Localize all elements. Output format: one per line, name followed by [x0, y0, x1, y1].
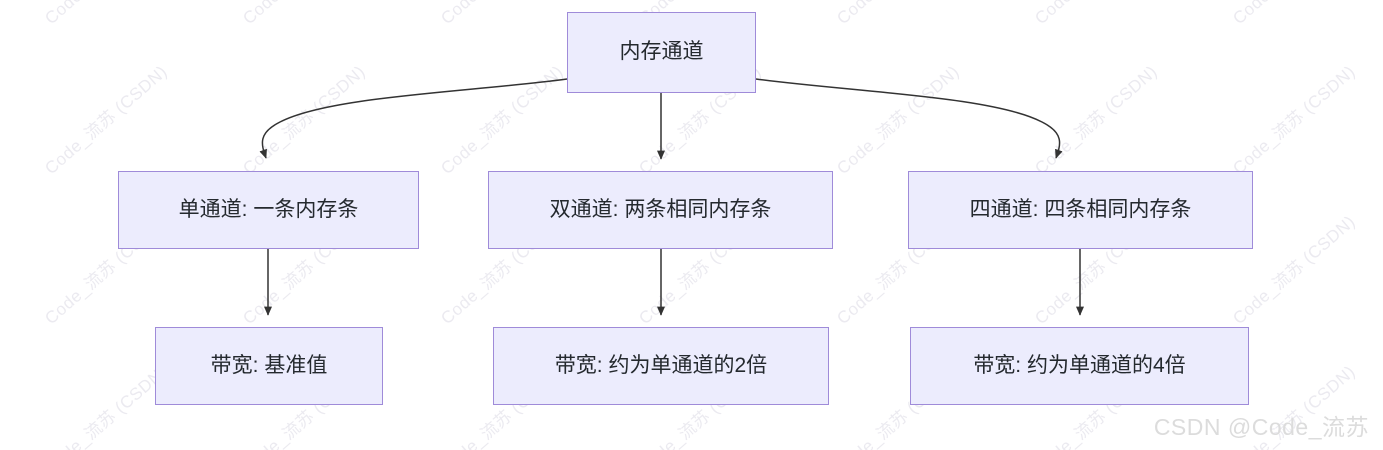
watermark-tile: Code_流苏 (CSDN) — [1229, 61, 1359, 179]
node-bandwidth-baseline[interactable]: 带宽: 基准值 — [155, 327, 383, 405]
node-bandwidth-2x[interactable]: 带宽: 约为单通道的2倍 — [493, 327, 829, 405]
node-dual-channel[interactable]: 双通道: 两条相同内存条 — [488, 171, 833, 249]
watermark-tile: Code_流苏 (CSDN) — [1226, 0, 1360, 29]
watermark-tile: Code_流苏 (CSDN) — [41, 361, 171, 450]
watermark-tile: Code_流苏 (CSDN) — [1031, 61, 1161, 179]
edge-root-to-single — [259, 78, 568, 159]
watermark-tile: Code_流苏 (CSDN) — [437, 61, 567, 179]
watermark-tile: Code_流苏 (CSDN) — [830, 0, 964, 29]
node-single-channel[interactable]: 单通道: 一条内存条 — [118, 171, 419, 249]
node-quad-channel[interactable]: 四通道: 四条相同内存条 — [908, 171, 1253, 249]
watermark-tile: Code_流苏 (CSDN) — [833, 61, 963, 179]
watermark-tile: Code_流苏 (CSDN) — [1028, 0, 1162, 29]
watermark-tile: Code_流苏 (CSDN) — [38, 0, 172, 29]
edge-root-to-quad — [755, 78, 1063, 159]
watermark-tile: Code_流苏 (CSDN) — [236, 0, 370, 29]
watermark-tile: Code_流苏 (CSDN) — [434, 0, 568, 29]
node-bandwidth-4x[interactable]: 带宽: 约为单通道的4倍 — [910, 327, 1249, 405]
csdn-credit-watermark: CSDN @Code_流苏 — [1153, 414, 1369, 440]
watermark-tile: Code_流苏 (CSDN) — [41, 61, 171, 179]
node-memory-channel-root[interactable]: 内存通道 — [567, 12, 756, 93]
watermark-tile: Code_流苏 (CSDN) — [239, 61, 369, 179]
